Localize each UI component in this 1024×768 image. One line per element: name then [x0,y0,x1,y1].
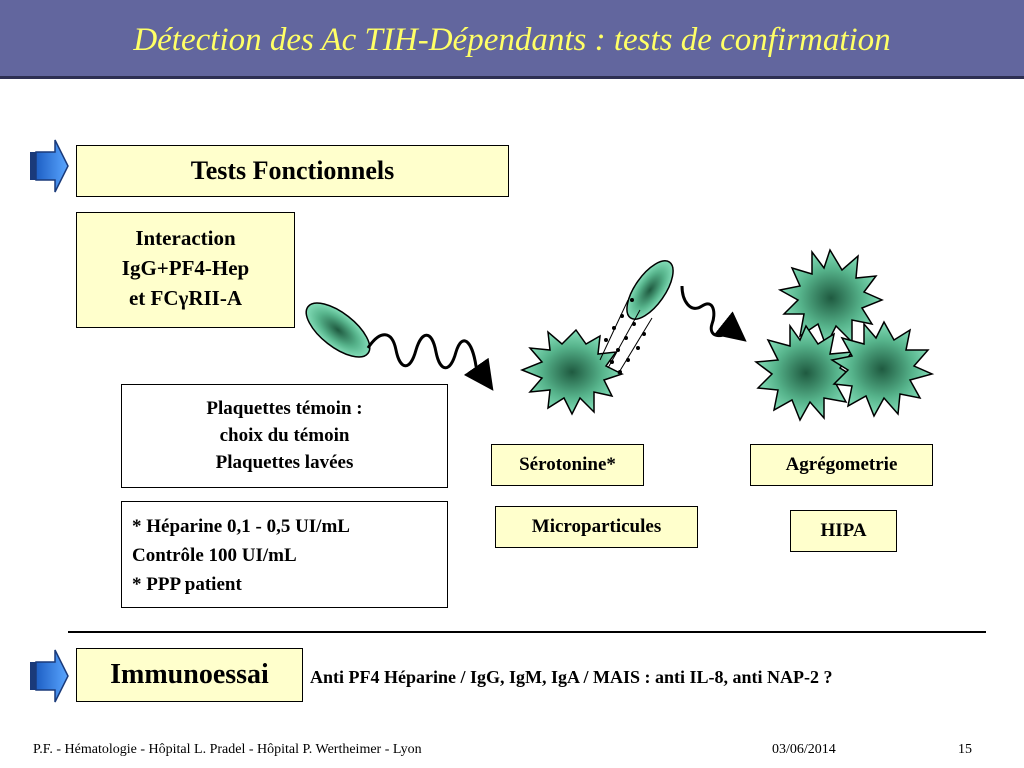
footer-source: P.F. - Hématologie - Hôpital L. Pradel -… [33,742,422,757]
activated-platelet-icon [519,260,674,416]
divider-line [68,631,986,633]
immunoessai-box: Immunoessai [76,648,303,702]
platelet-icon [305,302,371,358]
immunoessai-description: Anti PF4 Héparine / IgG, IgM, IgA / MAIS… [310,667,833,687]
plaquettes-line: Plaquettes lavées [215,452,354,473]
block-arrow-icon [30,139,69,193]
agregometrie-box: Agrégometrie [750,444,933,486]
footer-date: 03/06/2014 [772,742,836,757]
footer-page-number: 15 [958,742,972,757]
heparine-line: * Héparine 0,1 - 0,5 UI/mL [132,516,350,537]
tests-fonctionnels-box: Tests Fonctionnels [76,145,509,197]
slide-title: Détection des Ac TIH-Dépendants : tests … [133,22,891,58]
heparine-line: Contrôle 100 UI/mL [132,545,297,566]
block-arrow-icon [30,649,69,703]
title-bar: Détection des Ac TIH-Dépendants : tests … [0,0,1024,79]
microparticules-box: Microparticules [495,506,698,548]
hipa-box: HIPA [790,510,897,552]
interaction-line: IgG+PF4-Hep [121,256,250,280]
plaquettes-line: Plaquettes témoin : [206,398,363,419]
plaquettes-line: choix du témoin [219,425,350,446]
heparine-line: * PPP patient [132,574,242,595]
plaquettes-temoin-box: Plaquettes témoin : choix du témoin Plaq… [121,384,448,488]
wavy-arrow-icon [366,333,494,391]
wavy-arrow-icon [680,285,747,342]
interaction-line: et FCγRII-A [128,286,243,310]
interaction-box: Interaction IgG+PF4-Hep et FCγRII-A [76,212,295,328]
interaction-line: Interaction [135,226,236,250]
aggregated-platelets-icon [753,248,935,422]
heparine-box: * Héparine 0,1 - 0,5 UI/mL Contrôle 100 … [121,501,448,608]
serotonine-box: Sérotonine* [491,444,644,486]
